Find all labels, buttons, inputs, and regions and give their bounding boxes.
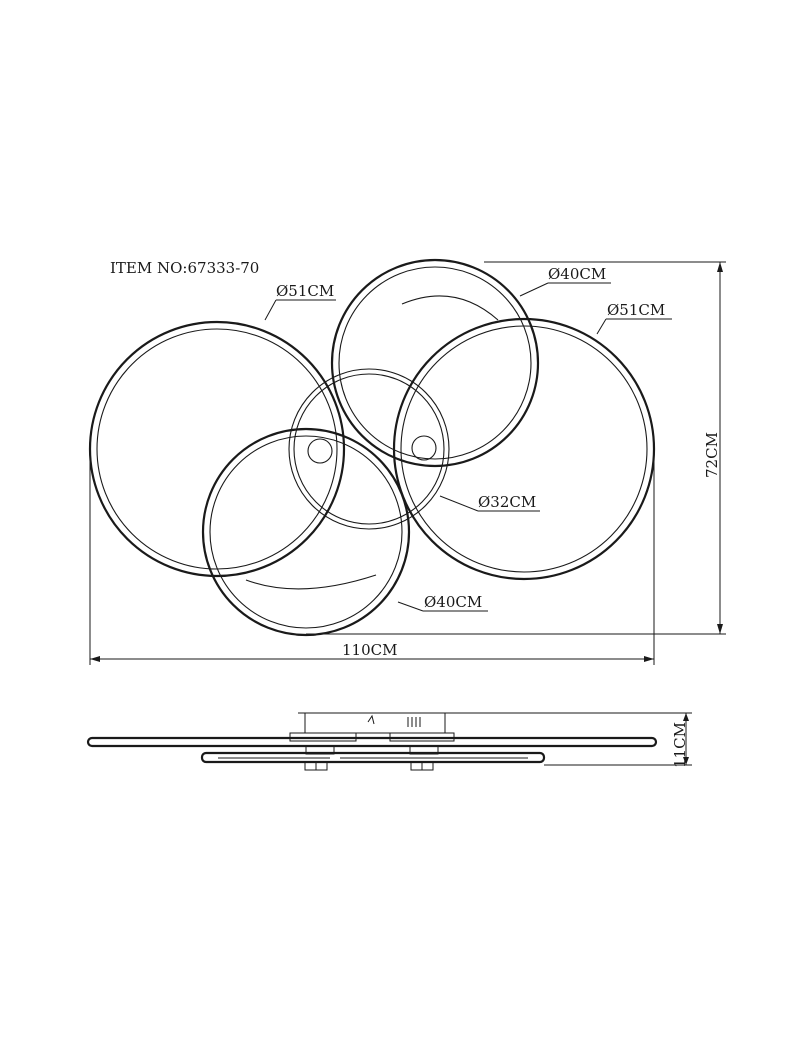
item-number: ITEM NO:67333-70 [110,259,259,277]
joint-knob-right [411,435,437,461]
ring-profile-upper [86,736,658,748]
side-view: 11CM [86,712,692,771]
label-ring-center: Ø32CM [478,493,536,511]
canopy-box [304,712,446,734]
ring-center [288,368,450,530]
label-total-height: 72CM [703,432,721,478]
vent-icon [407,717,421,727]
leader-ring-left [264,299,277,321]
label-ring-right: Ø51CM [607,301,665,319]
ring-right [392,317,656,581]
side-height-dimension: 11CM [452,712,692,768]
width-dimension: 110CM [89,449,655,665]
ring-top [330,258,540,468]
joint-knob-left [307,438,333,464]
label-ring-left: Ø51CM [276,282,334,300]
label-ring-bottom: Ø40CM [424,593,482,611]
leader-ring-bottom [397,601,424,612]
ring-profile-lower [200,751,546,764]
leader-ring-center [439,495,479,512]
height-dimension: 72CM [306,261,726,635]
leader-ring-top [519,282,549,297]
cable-symbol [367,714,375,725]
label-ring-top: Ø40CM [548,265,606,283]
top-view: Ø51CM Ø40CM Ø51CM Ø32CM Ø40CM 110CM 72CM [88,258,726,665]
leader-ring-right [596,318,607,335]
label-side-height: 11CM [671,722,689,768]
ring-bottom [201,427,411,637]
ring-left [88,320,346,578]
label-total-width: 110CM [342,641,397,659]
